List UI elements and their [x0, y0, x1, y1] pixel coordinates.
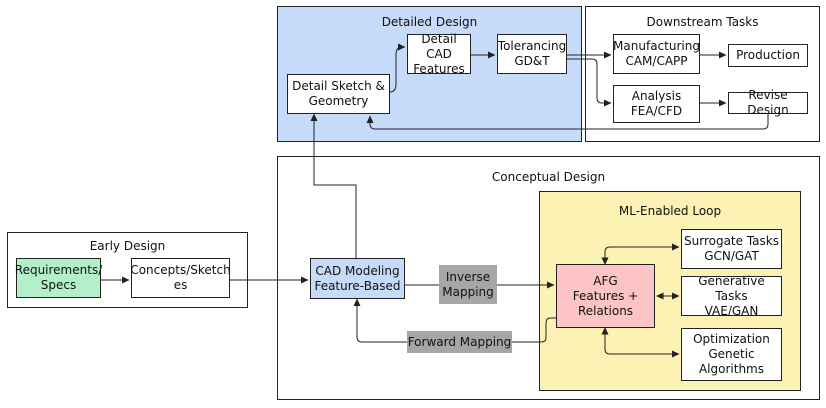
- ml-enabled-loop-title: ML-Enabled Loop: [618, 204, 722, 218]
- detail-cad-features-node: Detail CAD Features: [407, 32, 471, 76]
- inverse-mapping-label: Inverse Mapping: [439, 265, 497, 304]
- concepts-sketches-node: Concepts/Sketch es: [130, 258, 231, 298]
- early-design-title: Early Design: [89, 239, 166, 253]
- optimization-node: Optimization Genetic Algorithms: [681, 328, 782, 381]
- surrogate-tasks-node: Surrogate Tasks GCN/GAT: [681, 229, 782, 269]
- detail-sketch-geometry-node: Detail Sketch & Geometry: [287, 74, 390, 114]
- production-node: Production: [728, 44, 808, 67]
- afg-node: AFG Features + Relations: [556, 264, 655, 328]
- tolerancing-node: Tolerancing GD&T: [497, 34, 567, 74]
- analysis-node: Analysis FEA/CFD: [613, 85, 700, 123]
- downstream-tasks-title: Downstream Tasks: [646, 15, 759, 29]
- requirements-specs-node: Requirements/ Specs: [15, 258, 102, 298]
- conceptual-design-title: Conceptual Design: [491, 170, 606, 184]
- generative-tasks-node: Generative Tasks VAE/GAN: [681, 274, 782, 318]
- detailed-design-title: Detailed Design: [381, 15, 478, 29]
- cad-modeling-node: CAD Modeling Feature-Based: [310, 258, 405, 299]
- forward-mapping-label: Forward Mapping: [407, 331, 512, 353]
- manufacturing-node: Manufacturing CAM/CAPP: [613, 34, 700, 74]
- revise-design-node: Revise Design: [728, 88, 808, 117]
